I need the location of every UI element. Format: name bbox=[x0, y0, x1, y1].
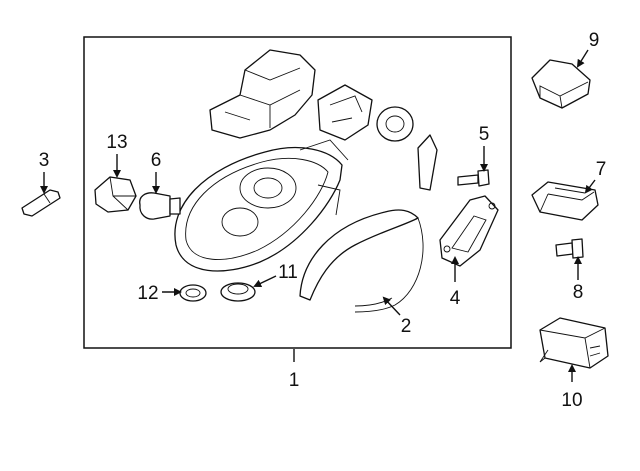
callout-8: 8 bbox=[573, 282, 584, 303]
bolt bbox=[457, 169, 490, 187]
leader-lines bbox=[40, 49, 596, 382]
callout-12: 12 bbox=[137, 283, 158, 304]
leveling-motor-assembly bbox=[209, 49, 316, 139]
bulb bbox=[139, 192, 181, 220]
callout-5: 5 bbox=[479, 124, 490, 145]
mounting-clip bbox=[417, 134, 438, 191]
seal-ring bbox=[179, 284, 207, 302]
cap-ring bbox=[376, 106, 414, 142]
cover-cap bbox=[220, 282, 256, 302]
light-module bbox=[531, 181, 599, 221]
callout-2: 2 bbox=[401, 316, 412, 337]
callout-13: 13 bbox=[106, 132, 127, 153]
callout-1: 1 bbox=[289, 370, 300, 391]
headlamp-bracket bbox=[439, 195, 499, 267]
callout-9: 9 bbox=[589, 30, 600, 51]
headlamp-housing bbox=[174, 139, 349, 272]
mounting-pin bbox=[555, 238, 584, 259]
ballast-bracket bbox=[317, 84, 373, 141]
callout-3: 3 bbox=[39, 150, 50, 171]
control-module-upper bbox=[531, 59, 591, 109]
callout-6: 6 bbox=[151, 150, 162, 171]
seal-strip bbox=[299, 209, 424, 313]
callout-7: 7 bbox=[596, 159, 607, 180]
callout-labels: 1 2 3 4 5 6 7 8 9 10 11 12 13 bbox=[39, 30, 607, 411]
bulb-socket bbox=[94, 176, 137, 213]
callout-10: 10 bbox=[561, 390, 582, 411]
callout-11: 11 bbox=[278, 262, 298, 283]
control-unit bbox=[539, 317, 609, 369]
side-marker-bulb bbox=[21, 189, 61, 217]
assembly-frame bbox=[83, 36, 512, 349]
callout-4: 4 bbox=[450, 288, 461, 309]
